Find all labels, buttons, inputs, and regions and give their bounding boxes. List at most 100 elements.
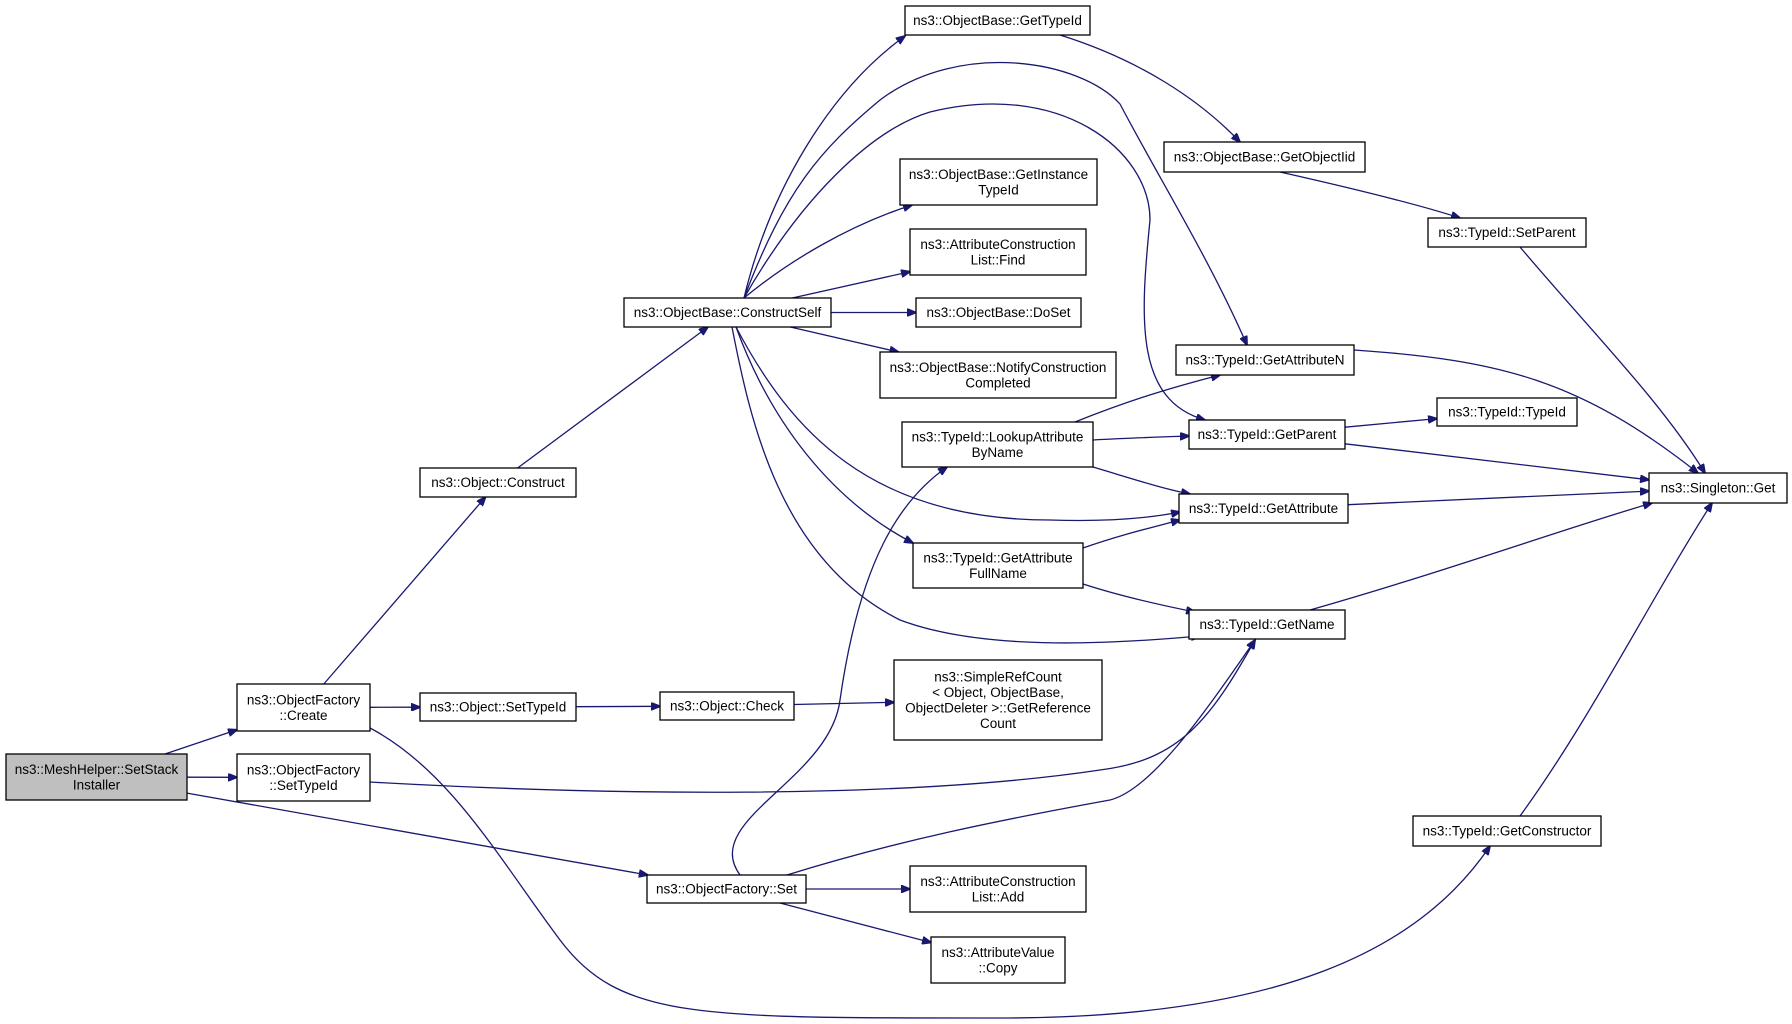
node-box[interactable] [1412,815,1602,847]
edge-tid_getattrn-to-singleton_get [1353,349,1698,473]
node-singleton-get[interactable]: ns3::Singleton::Get [1648,472,1788,504]
node-ob-constructself[interactable]: ns3::ObjectBase::ConstructSelf [623,297,832,328]
node-box[interactable] [909,228,1087,276]
edge-of_create-to-tid_getconstructor [369,727,1490,1019]
edge-tid_getconstructor-to-singleton_get [1519,503,1712,817]
node-label-line: ns3::Object::SetTypeId [430,700,567,715]
node-box[interactable] [901,421,1094,468]
edge-tid_setparent-to-singleton_get [1519,246,1705,473]
edge-of_set-to-av_copy [779,902,931,943]
node-obj-check[interactable]: ns3::Object::Check [659,691,795,721]
node-box[interactable] [1436,397,1578,427]
edge-ob_constructself-to-tid_getparent [743,103,1205,420]
node-box[interactable] [893,659,1103,741]
node-ob-gettypeid[interactable]: ns3::ObjectBase::GetTypeId [904,5,1091,36]
edge-ob_constructself-to-ob_getinstancetypeid [743,205,912,299]
node-label-line: FullName [969,566,1027,581]
node-box[interactable] [1175,344,1355,376]
edge-of_create-to-obj_construct [323,497,486,685]
node-label-line: ns3::TypeId::GetParent [1198,427,1337,442]
edge-tid_getparent-to-tid_typeid [1344,419,1437,428]
node-box[interactable] [236,753,371,802]
node-box[interactable] [1163,141,1366,173]
edge-tid_lookup-to-tid_getparent [1092,436,1189,441]
node-ob-notify[interactable]: ns3::ObjectBase::NotifyConstructionCompl… [879,351,1117,399]
edge-obj_check-to-simplerefcount [793,702,894,704]
node-label-line: ns3::TypeId::LookupAttribute [912,429,1084,444]
node-label-line: ns3::SimpleRefCount [934,669,1062,684]
node-label-line: ns3::AttributeConstruction [920,874,1075,889]
node-tid-getconstructor[interactable]: ns3::TypeId::GetConstructor [1412,815,1602,847]
node-tid-getattribute[interactable]: ns3::TypeId::GetAttribute [1178,493,1349,524]
node-box[interactable] [236,683,371,732]
node-box[interactable] [646,874,807,904]
node-box[interactable] [909,865,1087,913]
node-label-line: ::Create [279,708,327,723]
node-box[interactable] [1648,472,1788,504]
node-obj-settypeid[interactable]: ns3::Object::SetTypeId [419,692,577,722]
node-box[interactable] [1188,609,1346,640]
edge-obj_construct-to-ob_constructself [517,327,708,469]
node-box[interactable] [904,5,1091,36]
node-label-line: ns3::AttributeConstruction [920,237,1075,252]
edge-ob_constructself-to-tid_getname [731,326,1200,644]
node-box[interactable] [623,297,832,328]
node-ob-getobjectiid[interactable]: ns3::ObjectBase::GetObjectIid [1163,141,1366,173]
node-simplerefcount[interactable]: ns3::SimpleRefCount< Object, ObjectBase,… [893,659,1103,741]
node-label-line: Installer [73,777,121,792]
node-label-line: ns3::Singleton::Get [1661,481,1776,496]
node-tid-typeid[interactable]: ns3::TypeId::TypeId [1436,397,1578,427]
edge-mesh_setstack-to-of_create [164,730,237,755]
edge-tid_lookup-to-tid_getattrn [1074,375,1220,423]
edge-of_set-to-tid_lookup [731,467,947,876]
node-label-line: ns3::TypeId::GetConstructor [1423,824,1592,839]
node-box[interactable] [419,467,577,498]
edge-ob_gettypeid-to-ob_getobjectiid [1059,34,1240,142]
node-label-line: ns3::ObjectBase::GetTypeId [913,13,1082,28]
node-of-create[interactable]: ns3::ObjectFactory::Create [236,683,371,732]
node-label-line: ByName [972,445,1024,460]
node-box[interactable] [879,351,1117,399]
node-tid-setparent[interactable]: ns3::TypeId::SetParent [1427,217,1587,248]
node-box[interactable] [899,158,1098,206]
node-box[interactable] [1188,419,1346,450]
node-ob-doset[interactable]: ns3::ObjectBase::DoSet [915,297,1082,328]
node-label-line: ns3::ObjectBase::NotifyConstruction [890,360,1107,375]
node-box[interactable] [912,542,1084,589]
node-label-line: ns3::ObjectFactory [247,762,361,777]
node-of-set[interactable]: ns3::ObjectFactory::Set [646,874,807,904]
edge-tid_getattrfullname-to-tid_getname [1082,583,1195,612]
edge-mesh_setstack-to-of_set [186,792,648,875]
node-box[interactable] [5,753,188,801]
node-label-line: ::SetTypeId [269,778,337,793]
node-label-line: ns3::MeshHelper::SetStack [15,762,179,777]
edge-ob_constructself-to-tid_getattrn [743,61,1247,345]
node-box[interactable] [930,936,1066,984]
node-box[interactable] [1427,217,1587,248]
node-tid-getname[interactable]: ns3::TypeId::GetName [1188,609,1346,640]
node-label-line: ns3::ObjectFactory [247,692,361,707]
node-label-line: ns3::Object::Construct [431,475,565,490]
node-box[interactable] [419,692,577,722]
node-av-copy[interactable]: ns3::AttributeValue::Copy [930,936,1066,984]
node-label-line: ns3::TypeId::GetName [1199,617,1334,632]
node-label-line: ns3::TypeId::GetAttribute [923,550,1072,565]
node-label-line: < Object, ObjectBase, [932,685,1064,700]
node-obj-construct[interactable]: ns3::Object::Construct [419,467,577,498]
node-box[interactable] [659,691,795,721]
node-box[interactable] [1178,493,1349,524]
node-box[interactable] [915,297,1082,328]
node-of-settypeid[interactable]: ns3::ObjectFactory::SetTypeId [236,753,371,802]
node-tid-getparent[interactable]: ns3::TypeId::GetParent [1188,419,1346,450]
edge-ob_constructself-to-ob_gettypeid [743,36,905,299]
edge-tid_getparent-to-singleton_get [1344,443,1649,480]
edge-of_settypeid-to-tid_getname [369,640,1255,793]
node-tid-getattrn[interactable]: ns3::TypeId::GetAttributeN [1175,344,1355,376]
